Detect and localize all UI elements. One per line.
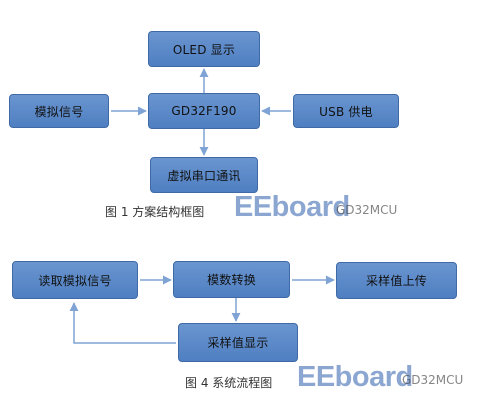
diagram-4-caption: 图 4 系统流程图 (185, 376, 273, 390)
node-usb-power: USB 供电 (293, 94, 399, 128)
node-adc: 模数转换 (173, 261, 290, 298)
node-display-sample: 采样值显示 (178, 323, 298, 362)
arrow-display-to-read (69, 302, 176, 344)
node-analog-signal: 模拟信号 (9, 94, 109, 128)
node-mcu: GD32F190 (148, 93, 260, 129)
watermark-label-2: GD32MCU (402, 373, 464, 387)
watermark-label: GD32MCU (336, 203, 398, 217)
node-read-analog: 读取模拟信号 (12, 261, 138, 299)
eeboard-watermark-logo-2: EEboard (297, 361, 413, 393)
node-virtual-uart: 虚拟串口通讯 (150, 157, 258, 193)
eeboard-watermark-logo: EEboard (234, 191, 350, 223)
diagram-1-caption: 图 1 方案结构框图 (105, 205, 205, 219)
node-upload-sample: 采样值上传 (336, 262, 457, 299)
node-oled-display: OLED 显示 (148, 31, 260, 67)
